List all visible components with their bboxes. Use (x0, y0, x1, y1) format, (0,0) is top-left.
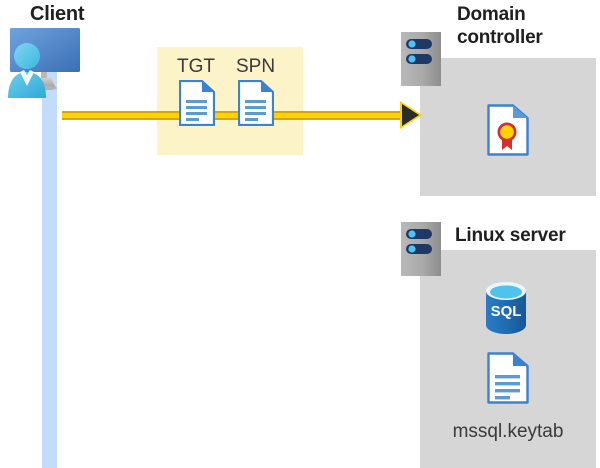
keytab-document-icon (487, 352, 529, 404)
domain-controller-title-line1: Domain (457, 4, 526, 25)
tgt-document-icon (178, 79, 216, 127)
linux-server-title: Linux server (455, 225, 566, 246)
user-person-icon (3, 42, 51, 98)
client-title: Client (30, 3, 85, 25)
linux-server-rack-icon (401, 222, 441, 276)
spn-document-icon (237, 79, 275, 127)
sql-database-icon: SQL (484, 282, 528, 334)
certificate-document-icon (487, 104, 529, 156)
domain-controller-server-rack-icon (401, 32, 441, 86)
sql-badge-text: SQL (491, 303, 522, 320)
request-arrow-head-inner (402, 104, 419, 126)
request-arrow-line (62, 111, 410, 120)
keytab-filename-label: mssql.keytab (452, 421, 564, 442)
domain-controller-title-line2: controller (457, 27, 543, 49)
spn-label: SPN (236, 56, 276, 77)
tgt-label: TGT (177, 56, 215, 77)
domain-controller-title: Domain controller (457, 3, 597, 49)
client-lifeline (42, 70, 57, 468)
